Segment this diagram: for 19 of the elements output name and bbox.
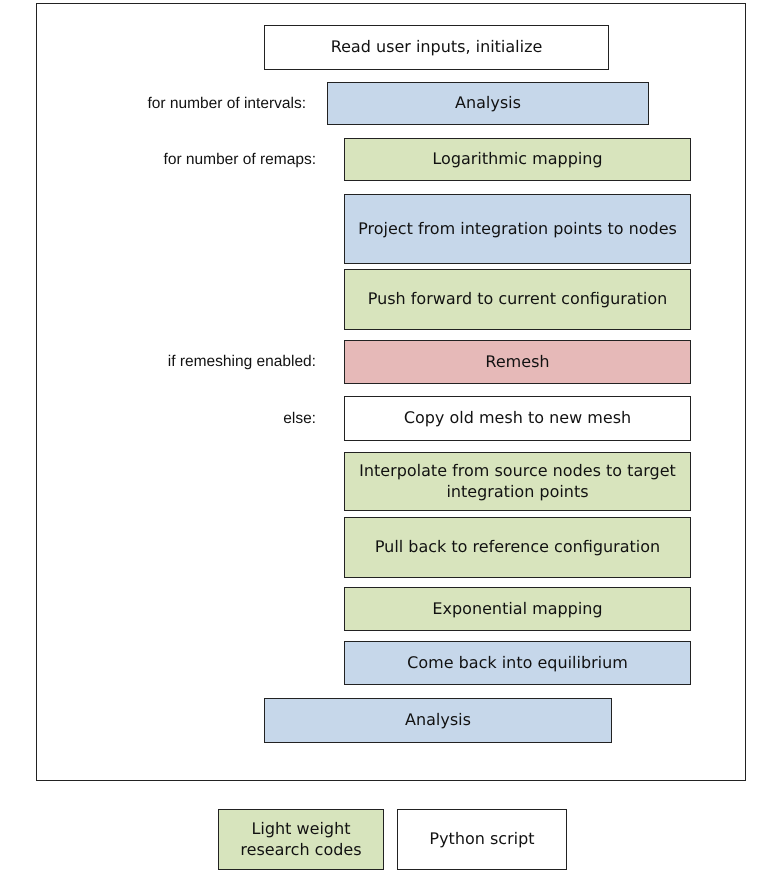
step-box: Copy old mesh to new mesh xyxy=(344,396,691,441)
legend-label: Light weight research codes xyxy=(239,818,363,860)
step-box: Pull back to reference configuration xyxy=(344,517,691,578)
legend-label: Python script xyxy=(429,829,535,850)
step-box: Project from integration points to nodes xyxy=(344,194,691,264)
step-box: Come back into equilibrium xyxy=(344,641,691,685)
outer-frame xyxy=(36,3,746,781)
step-box: Analysis xyxy=(264,698,612,743)
step-box: Push forward to current configuration xyxy=(344,269,691,330)
step-box: Read user inputs, initialize xyxy=(264,25,609,70)
condition-label: for number of remaps: xyxy=(164,150,316,168)
condition-label: for number of intervals: xyxy=(147,94,306,112)
step-box: Analysis xyxy=(327,82,649,125)
step-box: Interpolate from source nodes to target integration points xyxy=(344,452,691,511)
condition-label: if remeshing enabled: xyxy=(168,353,316,371)
condition-label: else: xyxy=(283,410,316,428)
step-box: Logarithmic mapping xyxy=(344,138,691,181)
step-box: Exponential mapping xyxy=(344,587,691,631)
step-box: Remesh xyxy=(344,340,691,384)
